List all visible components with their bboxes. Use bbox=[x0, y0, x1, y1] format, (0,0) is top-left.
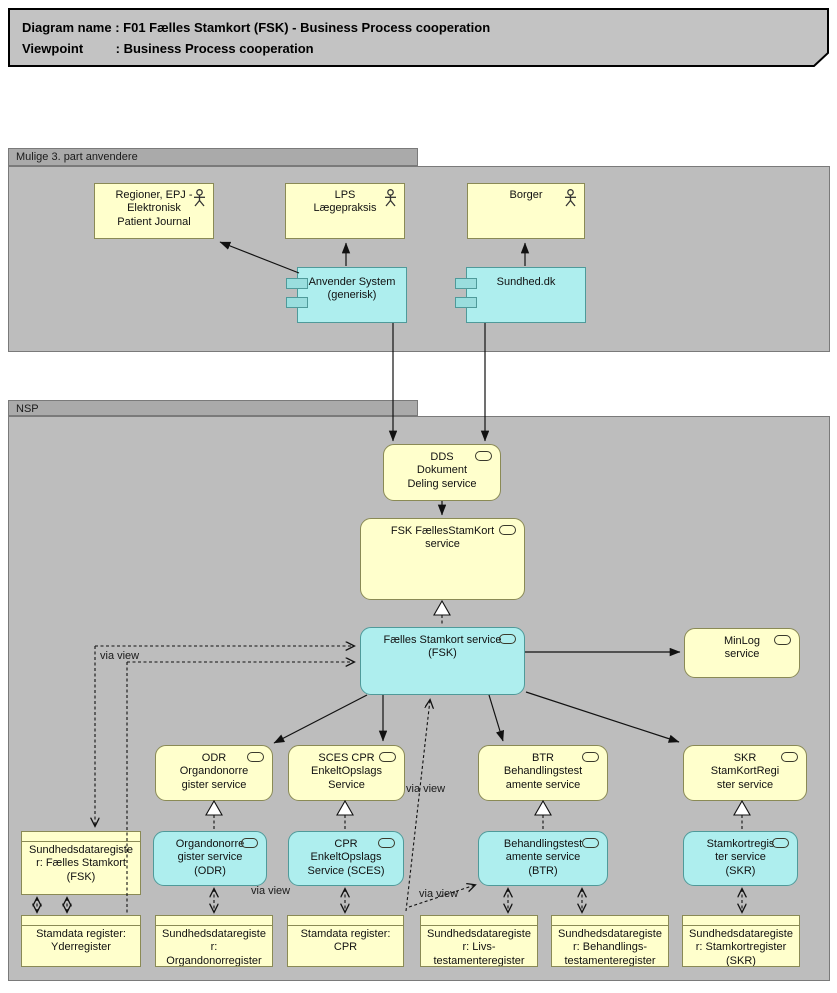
header-line2: Viewpoint : Business Process cooperation bbox=[22, 41, 314, 56]
service-icon bbox=[379, 752, 396, 762]
service-dds-label: DDS Dokument Deling service bbox=[407, 451, 477, 490]
object-livs-label: Sundhedsdataregiste r: Livs- testamenter… bbox=[427, 928, 531, 967]
actor-borger[interactable]: Borger bbox=[467, 183, 585, 239]
app-service-skr[interactable]: Stamkortregis ter service (SKR) bbox=[683, 831, 798, 886]
object-stamkort-label: Sundhedsdataregiste r: Stamkortregister … bbox=[689, 928, 793, 967]
object-band bbox=[22, 832, 140, 842]
service-odr[interactable]: ODR Organdonorre gister service bbox=[155, 745, 273, 801]
actor-icon bbox=[385, 189, 396, 207]
header-text: Diagram name : F01 Fælles Stamkort (FSK)… bbox=[22, 17, 490, 59]
service-odr-label: ODR Organdonorre gister service bbox=[179, 752, 249, 791]
component-sundhed-dk[interactable]: Sundhed.dk bbox=[455, 267, 586, 323]
object-sundhedsdataregister-livstestamente[interactable]: Sundhedsdataregiste r: Livs- testamenter… bbox=[420, 915, 538, 967]
service-btr-label: BTR Behandlingstest amente service bbox=[503, 752, 583, 791]
service-icon bbox=[241, 838, 258, 848]
actor-icon bbox=[565, 189, 576, 207]
component-tab-icon bbox=[455, 297, 477, 308]
object-sundhedsdataregister-stamkort[interactable]: Sundhedsdataregiste r: Stamkortregister … bbox=[682, 915, 800, 967]
via-view-label: via view bbox=[100, 650, 140, 662]
component-anvender-label: Anvender System (generisk) bbox=[308, 276, 396, 302]
service-icon bbox=[582, 838, 599, 848]
via-view-label: via view bbox=[406, 783, 446, 795]
object-sundhedsdataregister-behandlingstestamente[interactable]: Sundhedsdataregiste r: Behandlings- test… bbox=[551, 915, 669, 967]
service-icon bbox=[247, 752, 264, 762]
app-service-btr[interactable]: Behandlingstest amente service (BTR) bbox=[478, 831, 608, 886]
actor-regioner-epj[interactable]: Regioner, EPJ - Elektronisk Patient Jour… bbox=[94, 183, 214, 239]
service-sces[interactable]: SCES CPR EnkeltOpslags Service bbox=[288, 745, 405, 801]
object-band bbox=[288, 916, 403, 926]
diagram-header: Diagram name : F01 Fælles Stamkort (FSK)… bbox=[8, 8, 830, 68]
actor-icon bbox=[194, 189, 205, 207]
service-icon bbox=[378, 838, 395, 848]
app-service-skr-label: Stamkortregis ter service (SKR) bbox=[706, 838, 775, 877]
actor-borger-label: Borger bbox=[509, 189, 543, 201]
service-icon bbox=[582, 752, 599, 762]
object-stamdata-cpr[interactable]: Stamdata register: CPR bbox=[287, 915, 404, 967]
service-skr[interactable]: SKR StamKortRegi ster service bbox=[683, 745, 807, 801]
app-service-sces[interactable]: CPR EnkeltOpslags Service (SCES) bbox=[288, 831, 404, 886]
service-icon bbox=[499, 634, 516, 644]
object-yder-label: Stamdata register: Yderregister bbox=[36, 928, 126, 954]
object-band bbox=[22, 916, 140, 926]
object-sundhedsdataregister-fsk[interactable]: Sundhedsdataregiste r: Fælles Stamkort (… bbox=[21, 831, 141, 895]
header-line1: Diagram name : F01 Fælles Stamkort (FSK)… bbox=[22, 20, 491, 35]
actor-lps[interactable]: LPS Lægepraksis bbox=[285, 183, 405, 239]
service-btr[interactable]: BTR Behandlingstest amente service bbox=[478, 745, 608, 801]
service-sces-label: SCES CPR EnkeltOpslags Service bbox=[311, 752, 382, 791]
object-band bbox=[156, 916, 272, 926]
object-behandlings-label: Sundhedsdataregiste r: Behandlings- test… bbox=[558, 928, 662, 967]
group-tab-nsp[interactable]: NSP bbox=[8, 400, 418, 416]
component-tab-icon bbox=[455, 278, 477, 289]
service-icon bbox=[475, 451, 492, 461]
actor-lps-label: LPS Lægepraksis bbox=[313, 189, 377, 215]
app-service-fsk-label: Fælles Stamkort service (FSK) bbox=[383, 634, 502, 660]
app-service-odr-label: Organdonorre gister service (ODR) bbox=[175, 838, 245, 877]
object-fsk-label: Sundhedsdataregiste r: Fælles Stamkort (… bbox=[29, 844, 133, 883]
object-band bbox=[683, 916, 799, 926]
component-sundhed-label: Sundhed.dk bbox=[496, 276, 556, 288]
service-icon bbox=[774, 635, 791, 645]
object-band bbox=[421, 916, 537, 926]
app-service-faelles-stamkort[interactable]: Fælles Stamkort service (FSK) bbox=[360, 627, 525, 695]
service-fsk-label: FSK FællesStamKort service bbox=[390, 525, 495, 551]
service-icon bbox=[781, 752, 798, 762]
actor-regioner-label: Regioner, EPJ - Elektronisk Patient Jour… bbox=[115, 189, 193, 228]
app-service-odr[interactable]: Organdonorre gister service (ODR) bbox=[153, 831, 267, 886]
service-icon bbox=[772, 838, 789, 848]
service-fsk-faellesstamkort[interactable]: FSK FællesStamKort service bbox=[360, 518, 525, 600]
group-tab-third-party[interactable]: Mulige 3. part anvendere bbox=[8, 148, 418, 166]
app-service-btr-label: Behandlingstest amente service (BTR) bbox=[503, 838, 583, 877]
service-dds[interactable]: DDS Dokument Deling service bbox=[383, 444, 501, 501]
component-tab-icon bbox=[286, 297, 308, 308]
service-icon bbox=[499, 525, 516, 535]
app-service-sces-label: CPR EnkeltOpslags Service (SCES) bbox=[307, 838, 385, 877]
object-stamdata-yderregister[interactable]: Stamdata register: Yderregister bbox=[21, 915, 141, 967]
component-tab-icon bbox=[286, 278, 308, 289]
via-view-label: via view bbox=[251, 885, 291, 897]
object-sundhedsdataregister-organdonor[interactable]: Sundhedsdataregiste r: Organdonorregiste… bbox=[155, 915, 273, 967]
component-anvender-system[interactable]: Anvender System (generisk) bbox=[286, 267, 407, 323]
service-minlog[interactable]: MinLog service bbox=[684, 628, 800, 678]
service-minlog-label: MinLog service bbox=[723, 635, 761, 661]
header-plate-shape bbox=[8, 8, 829, 67]
object-organdonor-label: Sundhedsdataregiste r: Organdonorregiste… bbox=[162, 928, 266, 967]
via-view-label: via view bbox=[419, 888, 459, 900]
object-band bbox=[552, 916, 668, 926]
object-cpr-label: Stamdata register: CPR bbox=[300, 928, 391, 954]
service-skr-label: SKR StamKortRegi ster service bbox=[710, 752, 780, 791]
